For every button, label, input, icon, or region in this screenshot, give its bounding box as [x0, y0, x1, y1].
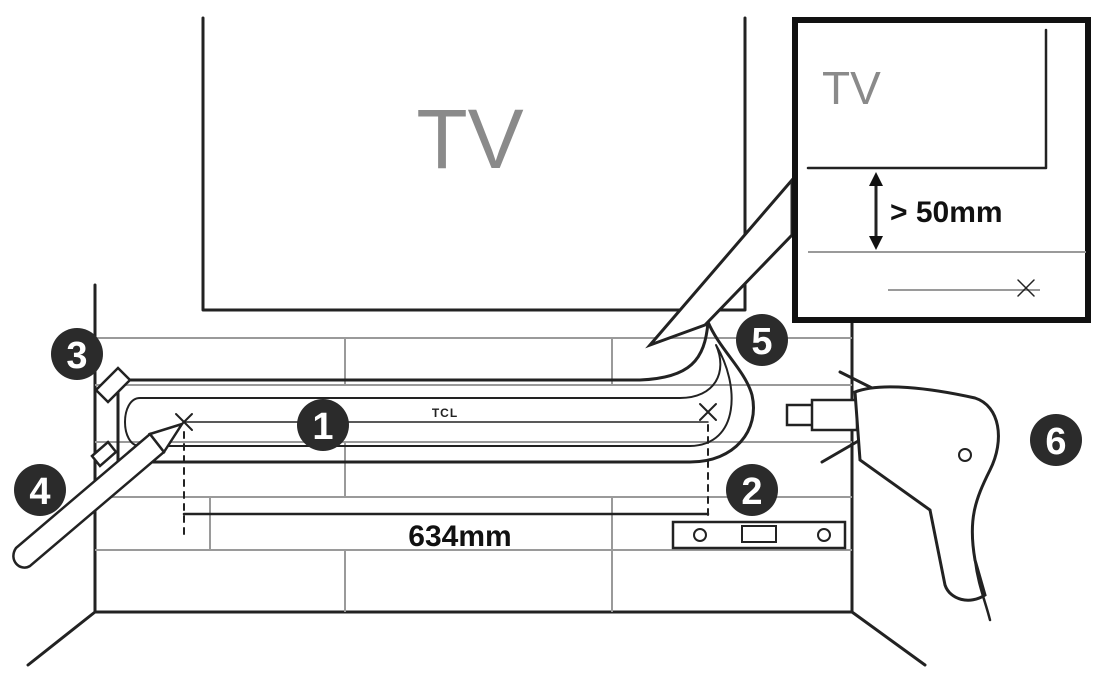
- brand-label: TCL: [432, 406, 458, 420]
- step-badge-1: 1: [297, 399, 349, 451]
- step-number: 3: [66, 335, 87, 377]
- drill-trigger: [958, 448, 972, 462]
- pencil-body: [12, 432, 166, 569]
- drill-body: [853, 385, 1000, 602]
- step-circle: [1030, 414, 1082, 466]
- inset-tv-label: TV: [822, 62, 881, 114]
- step-number: 1: [312, 406, 333, 448]
- tv-label: TV: [416, 92, 523, 186]
- step-badge-5: 5: [736, 314, 788, 366]
- tape-top: [94, 366, 132, 404]
- floor-right-perspective: [850, 610, 927, 667]
- pencil-tip: [147, 421, 185, 455]
- step-circle: [297, 399, 349, 451]
- level-screw-right: [817, 528, 831, 542]
- width-dimension: 634mm: [182, 424, 710, 553]
- inset-detail: TV > 50mm: [792, 17, 1091, 323]
- step-number: 2: [741, 471, 762, 513]
- template-inner-line: [124, 344, 733, 447]
- inset-drill-mark: [1017, 279, 1035, 297]
- brick-pattern: [95, 337, 852, 612]
- step-circle: [736, 314, 788, 366]
- step-badge-2: 2: [726, 464, 778, 516]
- step-circle: [14, 464, 66, 516]
- gap-arrow-up: [869, 172, 883, 186]
- step-badge-3: 3: [51, 328, 103, 380]
- tape-bottom: [90, 440, 118, 468]
- spirit-level: [671, 520, 847, 550]
- drill: [785, 370, 1000, 622]
- tv-outline: [201, 16, 747, 312]
- inset-tv-outline: [806, 28, 1048, 170]
- template-outline: [116, 320, 755, 464]
- step-circle: [51, 328, 103, 380]
- floor-left-perspective: [26, 610, 97, 667]
- inset-frame: [792, 17, 1091, 323]
- width-label: 634mm: [408, 520, 511, 553]
- level-screw-left: [693, 528, 707, 542]
- wall: [26, 283, 927, 667]
- step-number: 5: [751, 321, 772, 363]
- step-circle: [726, 464, 778, 516]
- drill-mark-right: [699, 403, 717, 421]
- step-number: 6: [1045, 421, 1066, 463]
- step-badge-6: 6: [1030, 414, 1082, 466]
- tape: [90, 366, 132, 468]
- drill-cord: [973, 558, 992, 622]
- step-number: 4: [29, 471, 50, 513]
- pencil: [12, 421, 185, 569]
- gap-label: > 50mm: [890, 196, 1003, 229]
- drill-bit-holder: [785, 403, 815, 427]
- tv-panel: TV: [201, 16, 747, 312]
- gap-arrow-down: [869, 236, 883, 250]
- step-badge-4: 4: [14, 464, 66, 516]
- drill-chuck: [810, 398, 859, 432]
- level-bubble: [741, 525, 777, 543]
- mounting-template: TCL: [116, 320, 755, 464]
